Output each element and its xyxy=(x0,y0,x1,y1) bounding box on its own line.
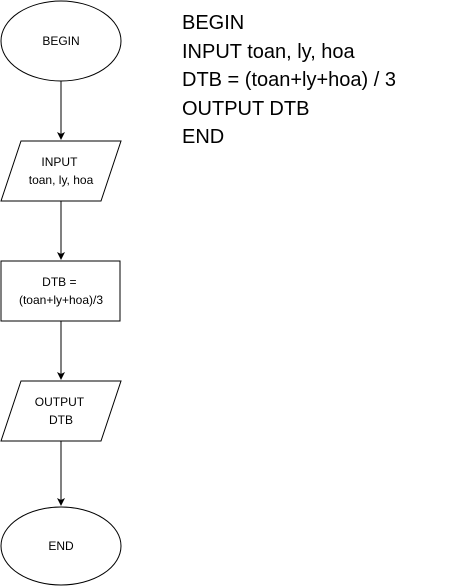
pseudocode-line: DTB = (toan+ly+hoa) / 3 xyxy=(182,69,397,91)
pseudocode-line: BEGIN xyxy=(182,12,245,34)
node-input-line-2: toan, ly, hoa xyxy=(29,173,94,187)
pseudocode-line: OUTPUT DTB xyxy=(182,97,310,120)
node-output: OUTPUT DTB xyxy=(0,380,122,442)
node-process-line-1: DTB = xyxy=(42,275,76,289)
svg-text:BEGIN: BEGIN xyxy=(42,34,79,48)
node-process-line-2: (toan+ly+hoa)/3 xyxy=(19,293,103,307)
svg-text:OUTPUT DTB: OUTPUT DTB xyxy=(35,395,87,427)
svg-text:INPUT toan, ly, hoa: INPUT toan, ly, hoa xyxy=(29,155,94,187)
node-process: DTB = (toan+ly+hoa)/3 xyxy=(0,260,121,322)
node-input-line-1: INPUT xyxy=(41,155,78,169)
node-end-line-1: END xyxy=(48,539,74,553)
node-begin: BEGIN xyxy=(0,0,122,82)
svg-text:DTB = (toan+ly+hoa)/3: DTB = (toan+ly+hoa)/3 xyxy=(19,275,103,307)
node-end: END xyxy=(0,506,122,586)
svg-text:END: END xyxy=(48,539,74,553)
node-begin-line-1: BEGIN xyxy=(42,34,79,48)
node-input: INPUT toan, ly, hoa xyxy=(0,140,122,202)
node-output-line-2: DTB xyxy=(49,413,73,427)
node-output-line-1: OUTPUT xyxy=(35,395,85,409)
pseudocode-line: INPUT toan, ly, hoa xyxy=(182,40,355,63)
pseudocode-block: BEGIN INPUT toan, ly, hoa DTB = (toan+ly… xyxy=(182,9,396,152)
pseudocode-line: END xyxy=(182,126,225,148)
